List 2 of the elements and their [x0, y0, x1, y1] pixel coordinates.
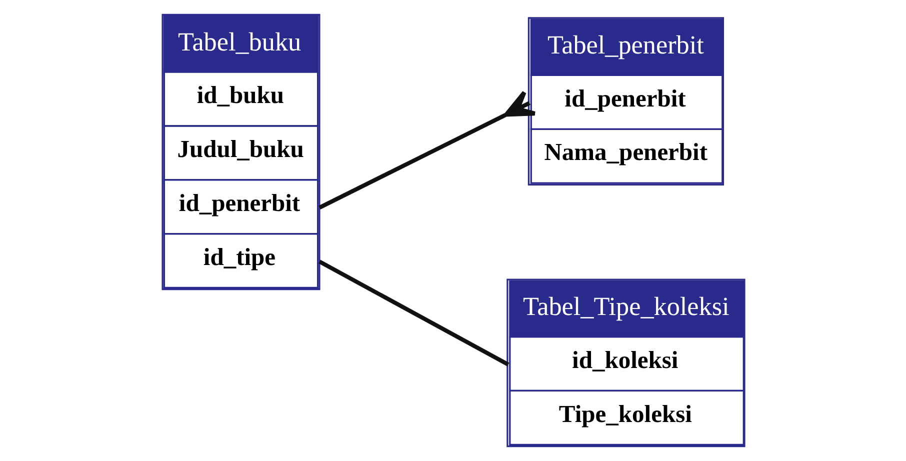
- connector: [318, 90, 536, 210]
- connector: [318, 260, 509, 366]
